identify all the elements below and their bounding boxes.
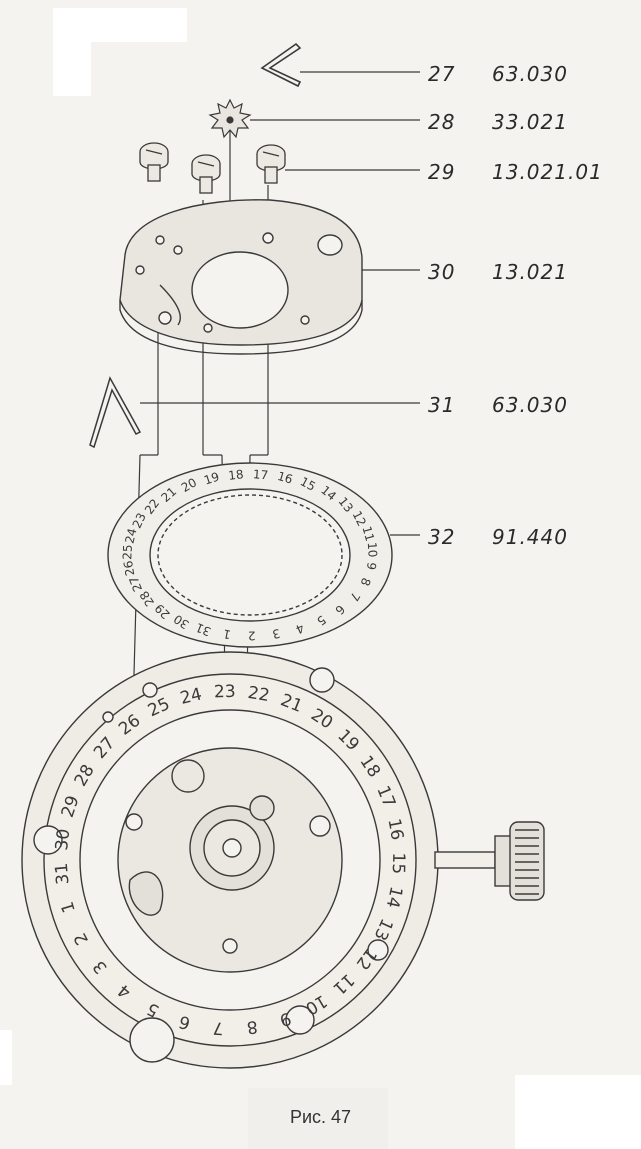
dial-number-8: 8 bbox=[246, 1016, 259, 1037]
figure-caption: Рис. 47 bbox=[289, 1107, 352, 1127]
ring-number-2: 2 bbox=[248, 628, 256, 642]
dial-number-23: 23 bbox=[214, 682, 236, 703]
callout-number-31: 31 bbox=[428, 393, 456, 417]
callout-number-30: 30 bbox=[428, 260, 456, 284]
callout-code-32: 91.440 bbox=[492, 525, 568, 549]
movement-base bbox=[21, 651, 439, 1069]
callout-code-29: 13.021.01 bbox=[492, 160, 603, 184]
dial-number-14: 14 bbox=[382, 884, 406, 910]
ring-number-1: 1 bbox=[222, 626, 232, 641]
ring-number-27: 27 bbox=[126, 574, 145, 593]
dial-number-31: 31 bbox=[52, 862, 74, 885]
mask-top-left-stem bbox=[53, 8, 91, 96]
ring-number-10: 10 bbox=[365, 542, 380, 558]
dial-number-7: 7 bbox=[212, 1017, 224, 1038]
ring-number-31: 31 bbox=[194, 620, 213, 639]
callout-code-31: 63.030 bbox=[492, 393, 568, 417]
callout-code-27: 63.030 bbox=[492, 62, 568, 86]
ring-number-19: 19 bbox=[202, 469, 221, 487]
ring-number-8: 8 bbox=[358, 576, 374, 588]
dial-number-22: 22 bbox=[246, 683, 271, 706]
callout-number-29: 29 bbox=[428, 160, 456, 184]
crown bbox=[434, 821, 545, 901]
ring-number-28: 28 bbox=[137, 588, 157, 608]
dial-number-6: 6 bbox=[177, 1011, 193, 1033]
ring-number-17: 17 bbox=[252, 467, 268, 482]
screws-29 bbox=[139, 142, 286, 194]
gear-28 bbox=[208, 98, 252, 139]
plate-30 bbox=[119, 199, 363, 355]
ring-number-23: 23 bbox=[130, 511, 149, 531]
callout-number-28: 28 bbox=[428, 110, 456, 134]
ring-number-15: 15 bbox=[298, 474, 318, 494]
ring-number-24: 24 bbox=[122, 527, 139, 545]
callout-number-32: 32 bbox=[428, 525, 456, 549]
spring-27 bbox=[260, 42, 302, 88]
callout-code-30: 13.021 bbox=[492, 260, 568, 284]
ring-number-12: 12 bbox=[350, 509, 369, 529]
ring-number-16: 16 bbox=[276, 469, 295, 487]
spring-31 bbox=[89, 376, 142, 449]
caption-background bbox=[248, 1088, 388, 1149]
ring-number-25: 25 bbox=[120, 544, 135, 560]
mask-bottom-left bbox=[0, 1030, 12, 1085]
date-ring-32 bbox=[107, 462, 393, 648]
dial-number-15: 15 bbox=[388, 852, 408, 874]
mask-bottom-right bbox=[515, 1075, 641, 1149]
callout-code-28: 33.021 bbox=[492, 110, 568, 134]
callout-number-27: 27 bbox=[428, 62, 456, 86]
dial-number-16: 16 bbox=[383, 817, 407, 842]
dial-number-24: 24 bbox=[178, 684, 204, 708]
dial-number-30: 30 bbox=[52, 828, 74, 852]
ring-number-9: 9 bbox=[364, 561, 379, 570]
ring-number-3: 3 bbox=[271, 626, 281, 641]
ring-number-18: 18 bbox=[228, 467, 245, 483]
ring-number-26: 26 bbox=[121, 560, 137, 577]
dial-number-1: 1 bbox=[58, 899, 80, 915]
ring-number-20: 20 bbox=[179, 475, 199, 495]
ring-number-11: 11 bbox=[359, 525, 377, 543]
